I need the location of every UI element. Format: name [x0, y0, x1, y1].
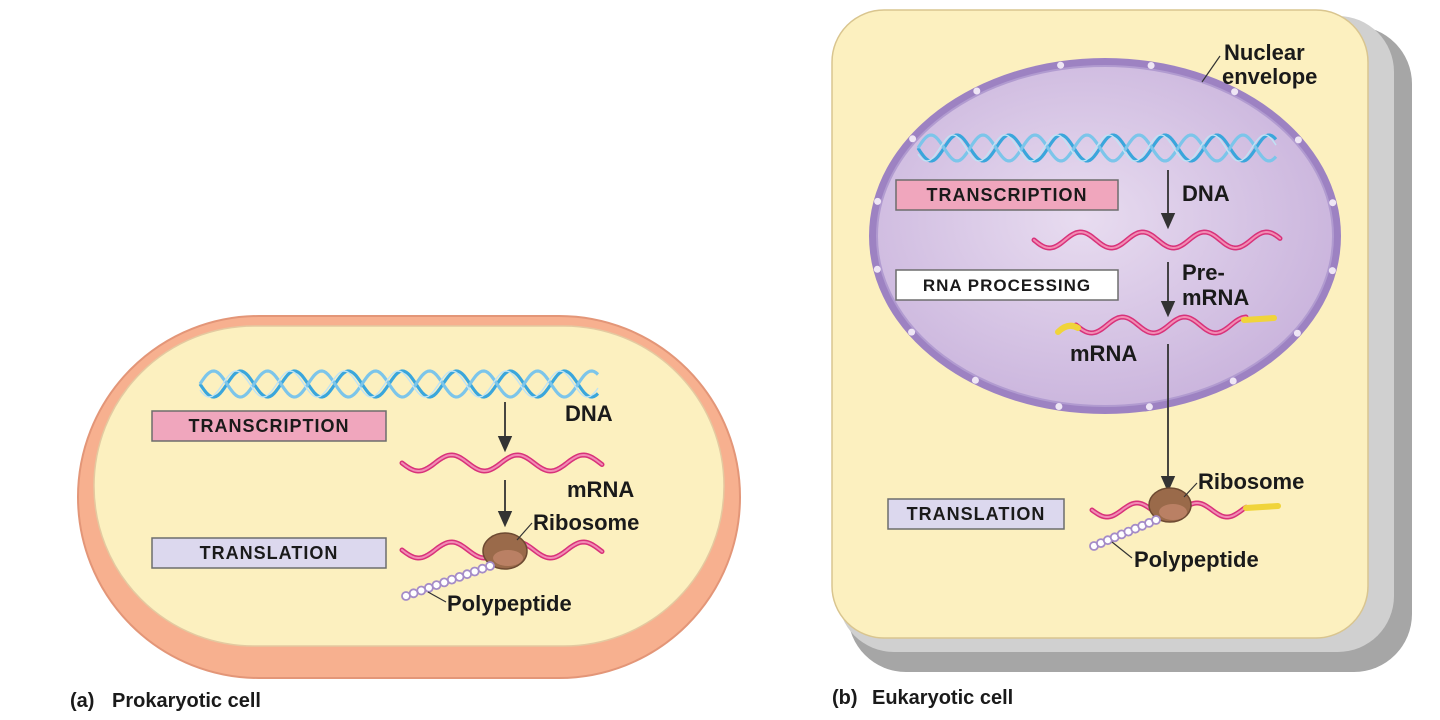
- amino-acid-bead: [446, 574, 457, 585]
- eukaryote-dna-label: DNA: [1182, 181, 1230, 206]
- nuclear-pore: [1145, 403, 1153, 411]
- nuclear-envelope-leader: [1201, 55, 1221, 83]
- eukaryote-pre-mrna-label-line1: Pre-: [1182, 260, 1225, 285]
- dna-strand: [198, 369, 600, 399]
- eukaryote-polypeptide-leader: [1111, 541, 1133, 559]
- prokaryote-polypeptide-leader: [427, 591, 447, 603]
- eukaryote-transcription-label: TRANSCRIPTION: [927, 185, 1088, 205]
- prokaryote-polypeptide-label: Polypeptide: [447, 591, 572, 616]
- nuclear-pore: [874, 197, 882, 205]
- eukaryote-caption: Eukaryotic cell: [872, 687, 1013, 709]
- prokaryote-translation-label: TRANSLATION: [200, 543, 339, 563]
- prokaryote-translation-box: TRANSLATION: [151, 537, 387, 569]
- eukaryote-mrna-strand: [1073, 314, 1249, 336]
- eukaryote-ribosome-label: Ribosome: [1198, 469, 1304, 494]
- nuclear-pore: [1328, 267, 1336, 275]
- nuclear-pore: [909, 135, 917, 143]
- nuclear-pore: [1147, 62, 1155, 69]
- nuclear-pores: [873, 61, 1337, 411]
- prokaryote-transcription-label: TRANSCRIPTION: [189, 416, 350, 436]
- eukaryote-pre-mrna-label-line2: mRNA: [1182, 285, 1249, 310]
- nuclear-pore: [908, 328, 916, 336]
- prokaryote-mrna-label: mRNA: [567, 477, 634, 502]
- eukaryote-translating-tail: [1243, 503, 1281, 511]
- amino-acid-bead: [1151, 515, 1161, 525]
- nuclear-pore: [1231, 88, 1239, 96]
- eukaryote-translation-box: TRANSLATION: [887, 498, 1065, 530]
- eukaryote-ribosome: [1148, 487, 1192, 523]
- eukaryote-mrna-cap: [1055, 322, 1081, 335]
- eukaryote-mrna-label: mRNA: [1070, 341, 1137, 366]
- eukaryote-pre-mrna-strand: [1031, 229, 1283, 251]
- eukaryote-rna-processing-label: RNA PROCESSING: [923, 276, 1091, 295]
- eukaryotic-cell: Nuclear envelope TRANSCRIPTION RNA PROCE…: [831, 9, 1412, 709]
- nuclear-pore: [973, 87, 981, 95]
- nuclear-envelope-label-line2: envelope: [1222, 64, 1317, 89]
- nuclear-pore: [1293, 329, 1301, 337]
- amino-acid-bead: [431, 580, 442, 590]
- prokaryote-mrna-strand: [399, 452, 605, 474]
- eukaryote-rna-processing-box: RNA PROCESSING: [895, 269, 1119, 301]
- dna-strand: [916, 133, 1278, 163]
- prokaryotic-cell: TRANSCRIPTION TRANSLATION DNA mRNA Ribos…: [70, 315, 741, 712]
- eukaryote-mrna-tail: [1241, 315, 1277, 323]
- nuclear-pore: [1329, 199, 1337, 207]
- dna-strand: [199, 370, 599, 398]
- nuclear-pore: [1055, 403, 1063, 410]
- eukaryote-transcription-box: TRANSCRIPTION: [895, 179, 1119, 211]
- mrna-line: [1033, 230, 1281, 250]
- eukaryote-dna-helix: [916, 133, 1278, 163]
- nuclear-pore: [1294, 136, 1302, 144]
- mrna-line: [401, 453, 603, 473]
- nuclear-pore: [971, 376, 979, 384]
- prokaryote-polypeptide: [401, 561, 495, 601]
- dna-strand: [916, 133, 1278, 163]
- prokaryote-ribosome: [482, 532, 528, 570]
- mrna-line: [1075, 315, 1247, 335]
- nuclear-pore: [1057, 61, 1065, 69]
- nuclear-envelope-label-line1: Nuclear: [1224, 40, 1305, 65]
- prokaryote-dna-helix: [198, 369, 600, 399]
- prokaryote-caption-tag: (a): [70, 690, 94, 712]
- prokaryote-transcription-box: TRANSCRIPTION: [151, 410, 387, 442]
- nuclear-envelope: [876, 65, 1334, 407]
- prokaryote-ribosome-label: Ribosome: [533, 510, 639, 535]
- prokaryote-dna-label: DNA: [565, 401, 613, 426]
- nuclear-pore: [1229, 377, 1237, 385]
- nuclear-pore: [873, 265, 881, 273]
- eukaryote-translation-label: TRANSLATION: [907, 504, 1046, 524]
- prokaryote-ribosome-leader: [516, 522, 533, 541]
- eukaryote-ribosome-leader: [1183, 482, 1198, 498]
- eukaryote-caption-tag: (b): [832, 687, 858, 709]
- amino-acid-bead: [485, 561, 495, 571]
- eukaryote-polypeptide-label: Polypeptide: [1134, 547, 1259, 572]
- eukaryote-nucleus: [869, 58, 1341, 414]
- eukaryote-polypeptide: [1089, 515, 1161, 551]
- dna-strand: [917, 134, 1277, 162]
- prokaryote-caption: Prokaryotic cell: [112, 690, 261, 712]
